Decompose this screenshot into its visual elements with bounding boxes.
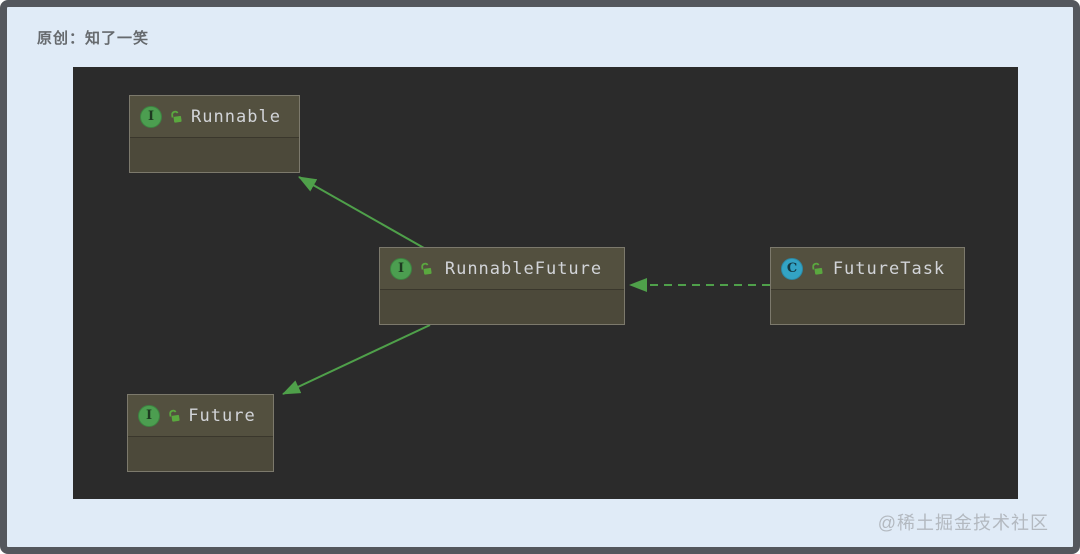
node-header: C FutureTask bbox=[771, 248, 964, 290]
node-label: FutureTask bbox=[832, 258, 946, 279]
inheritance-arrow-runnablefuture-to-runnable bbox=[298, 176, 425, 249]
diagram-node-future[interactable]: I Future bbox=[127, 394, 274, 472]
interface-icon: I bbox=[390, 257, 412, 280]
watermark: @稀土掘金技术社区 bbox=[877, 513, 1049, 533]
open-lock-icon bbox=[809, 261, 825, 277]
interface-icon: I bbox=[140, 105, 162, 128]
inheritance-arrow-runnablefuture-to-future bbox=[282, 324, 431, 395]
open-lock-icon bbox=[166, 408, 182, 424]
node-label: Future bbox=[188, 405, 256, 426]
node-header: I Future bbox=[128, 395, 273, 437]
node-label: RunnableFuture bbox=[444, 258, 603, 279]
diagram-node-runnable[interactable]: I Runnable bbox=[129, 95, 300, 173]
node-label: Runnable bbox=[191, 106, 281, 127]
interface-icon: I bbox=[138, 404, 160, 427]
diagram-node-runnablefuture[interactable]: I RunnableFuture bbox=[379, 247, 625, 325]
page-title: 原创：知了一笑 bbox=[37, 30, 150, 47]
node-body bbox=[128, 437, 273, 472]
diagram-node-futuretask[interactable]: C FutureTask bbox=[770, 247, 965, 325]
open-lock-icon bbox=[168, 109, 184, 125]
diagram-canvas: I Runnable I bbox=[73, 67, 1018, 499]
node-body bbox=[380, 290, 624, 325]
open-lock-icon bbox=[418, 261, 434, 277]
node-header: I Runnable bbox=[130, 96, 299, 138]
node-header: I RunnableFuture bbox=[380, 248, 624, 290]
node-body bbox=[771, 290, 964, 325]
class-icon: C bbox=[781, 257, 803, 280]
node-body bbox=[130, 138, 299, 173]
